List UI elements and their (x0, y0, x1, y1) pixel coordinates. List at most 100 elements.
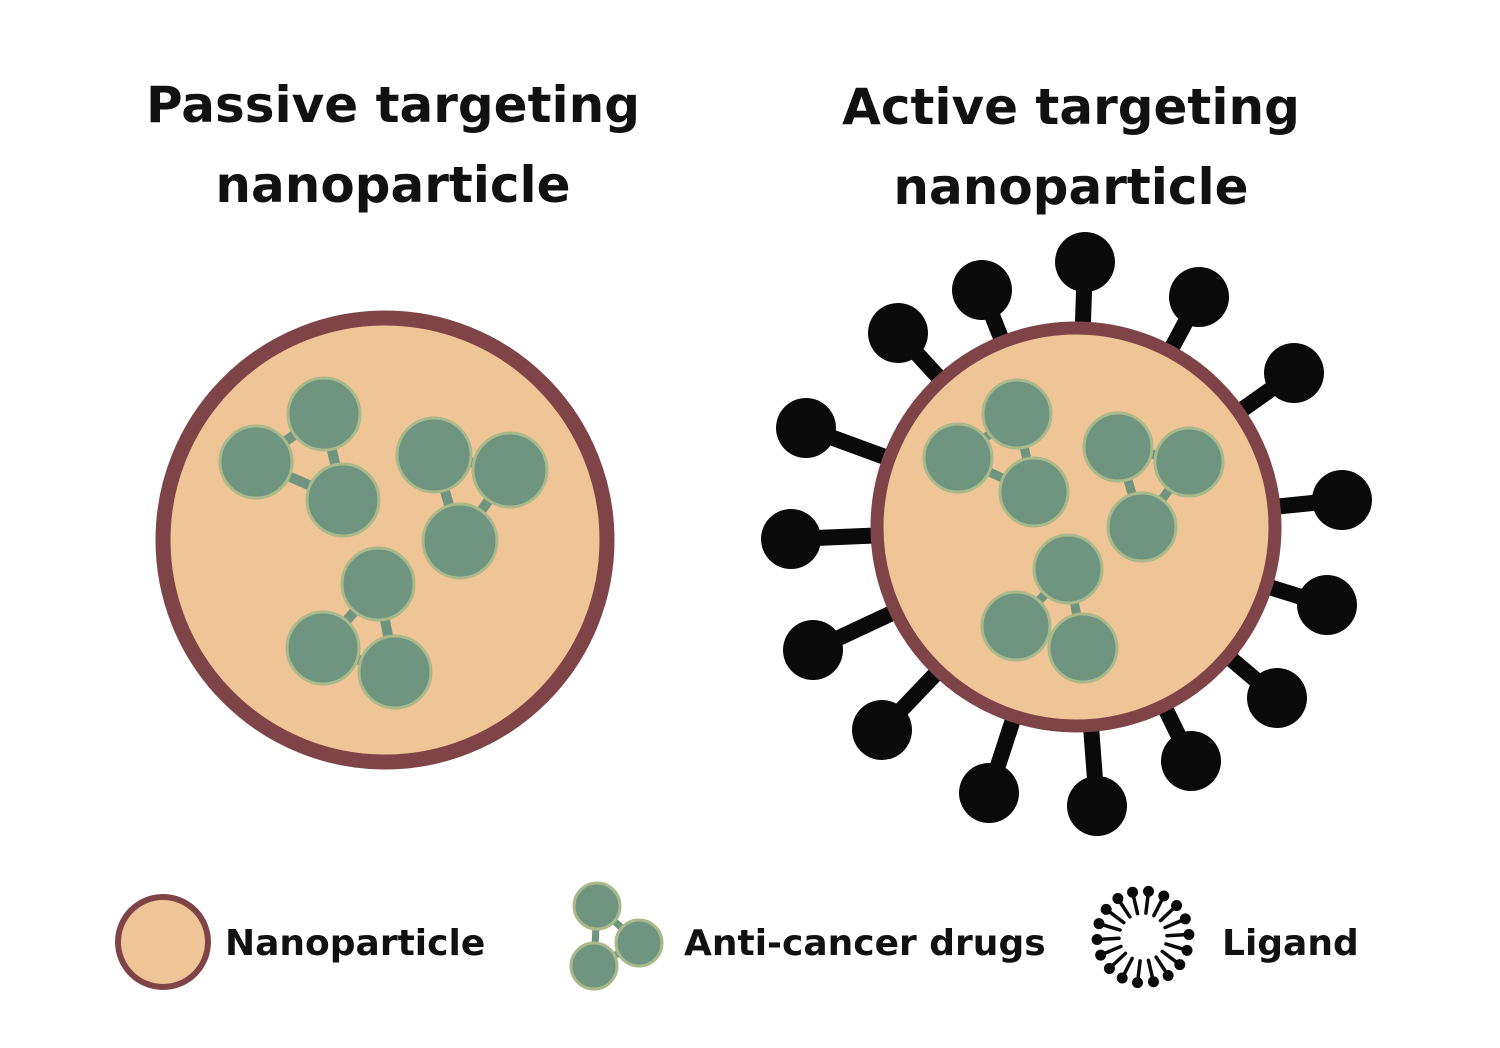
ligand-mini (1103, 951, 1128, 974)
ligand-mini-head (1091, 934, 1103, 946)
drug-cluster (1082, 411, 1225, 563)
ligand-mini-stem (1101, 944, 1123, 956)
ligand-mini-head (1103, 962, 1115, 974)
legend-label-drugs: Anti-cancer drugs (684, 923, 1046, 964)
ligand-mini-head (1158, 890, 1170, 902)
ligand-head (959, 763, 1019, 823)
ligand-mini (1165, 928, 1195, 940)
active-title-line1: Active targeting (842, 78, 1300, 136)
drug-molecule (305, 462, 381, 538)
drug-molecule (980, 590, 1052, 662)
circle-icon (115, 894, 211, 990)
drug-molecule (614, 918, 664, 968)
ligand-mini-head (1100, 903, 1112, 915)
ligand-head (783, 620, 843, 680)
ligand-mini (1158, 900, 1183, 923)
ligand-mini-head (1131, 977, 1143, 989)
drug-molecule (1106, 491, 1178, 563)
drug-molecule (1153, 426, 1225, 498)
ligand-mini (1112, 892, 1132, 919)
active-ligands (761, 232, 1372, 836)
drug-molecule (395, 416, 473, 494)
drug-cluster (569, 881, 664, 991)
ligand-mini-head (1147, 976, 1159, 988)
ligand-mini-head (1116, 972, 1128, 984)
drug-molecule (218, 424, 294, 500)
drug-molecule (421, 502, 499, 580)
drug-cluster (922, 378, 1070, 528)
ligand-mini-head (1181, 944, 1193, 956)
ligand-head (1161, 731, 1221, 791)
ligand-mini (1100, 903, 1126, 925)
drug-molecule (1032, 533, 1104, 605)
ligand-mini (1143, 885, 1155, 915)
molecule-cluster-icon (569, 881, 664, 991)
passive-title-line2: nanoparticle (215, 156, 570, 214)
ligand-mini-stem (1109, 951, 1128, 969)
drug-cluster (218, 376, 381, 538)
ligand-mini (1164, 942, 1193, 956)
active-panel-title: Active targeting nanoparticle (842, 78, 1300, 216)
legend-item-ligand: Ligand (1091, 885, 1359, 989)
active-nanoparticle-body (870, 321, 1282, 733)
ligand-head (1247, 668, 1307, 728)
active-title-line2: nanoparticle (893, 158, 1248, 216)
ligand-mini-stem (1098, 936, 1121, 942)
ligand-mini-stem (1106, 909, 1126, 925)
ligand-mini-stem (1158, 905, 1177, 923)
ligand-mini-stem (1136, 959, 1142, 982)
ligand-mini-stem (1131, 893, 1140, 916)
drug-molecule (471, 431, 549, 509)
ligand-mini-stem (1165, 932, 1188, 938)
ligand-mini-stem (1152, 896, 1165, 918)
ligand-head (852, 700, 912, 760)
ligand-ring-icon (1091, 885, 1195, 989)
legend-item-nanoparticle: Nanoparticle (115, 894, 485, 990)
ligand-mini (1095, 944, 1123, 961)
drug-molecule (569, 941, 619, 991)
ligand-head (1312, 470, 1372, 530)
legend-label-nanoparticle: Nanoparticle (225, 923, 485, 964)
ligand-mini-stem (1144, 892, 1150, 915)
drug-molecule (1047, 612, 1119, 684)
drug-molecule (340, 546, 416, 622)
ligand-mini-stem (1146, 958, 1155, 981)
ligand-mini-head (1093, 918, 1105, 930)
ligand-head (761, 509, 821, 569)
ligand-mini-stem (1117, 899, 1132, 919)
drug-cluster (395, 416, 549, 580)
ligand-mini-stem (1160, 949, 1180, 965)
drug-molecule (572, 881, 622, 931)
passive-title-line1: Passive targeting (146, 76, 640, 134)
ligand-mini (1093, 918, 1122, 932)
ligand-mini-stem (1163, 918, 1185, 930)
ligand-head (868, 303, 928, 363)
ligand-head (1264, 343, 1324, 403)
ligand-mini-head (1174, 959, 1186, 971)
ligand-head (776, 398, 836, 458)
legend-label-ligand: Ligand (1222, 923, 1359, 964)
ligand-mini-head (1162, 970, 1174, 982)
drug-molecule (981, 378, 1053, 450)
passive-nanoparticle-body (155, 310, 615, 770)
ligand-mini (1116, 956, 1134, 984)
ligand-mini (1131, 959, 1143, 989)
passive-nanoparticle (155, 310, 615, 770)
legend: Nanoparticle Anti-cancer drugs Ligand (115, 881, 1359, 991)
drug-cluster (980, 533, 1119, 684)
active-nanoparticle (761, 232, 1372, 836)
ligand-mini-head (1112, 892, 1124, 904)
passive-panel-title: Passive targeting nanoparticle (146, 76, 640, 214)
ligand-head (1297, 575, 1357, 635)
ligand-mini (1146, 958, 1159, 988)
drug-molecule (285, 610, 361, 686)
ligand-mini-stem (1121, 956, 1134, 978)
drug-molecule (1082, 411, 1154, 483)
ligand-mini-head (1095, 949, 1107, 961)
ligand-mini-head (1183, 928, 1195, 940)
ligand-mini-head (1127, 886, 1139, 898)
drug-molecule (286, 376, 362, 452)
ligand-mini (1154, 955, 1174, 982)
ligand-mini-head (1171, 900, 1183, 912)
